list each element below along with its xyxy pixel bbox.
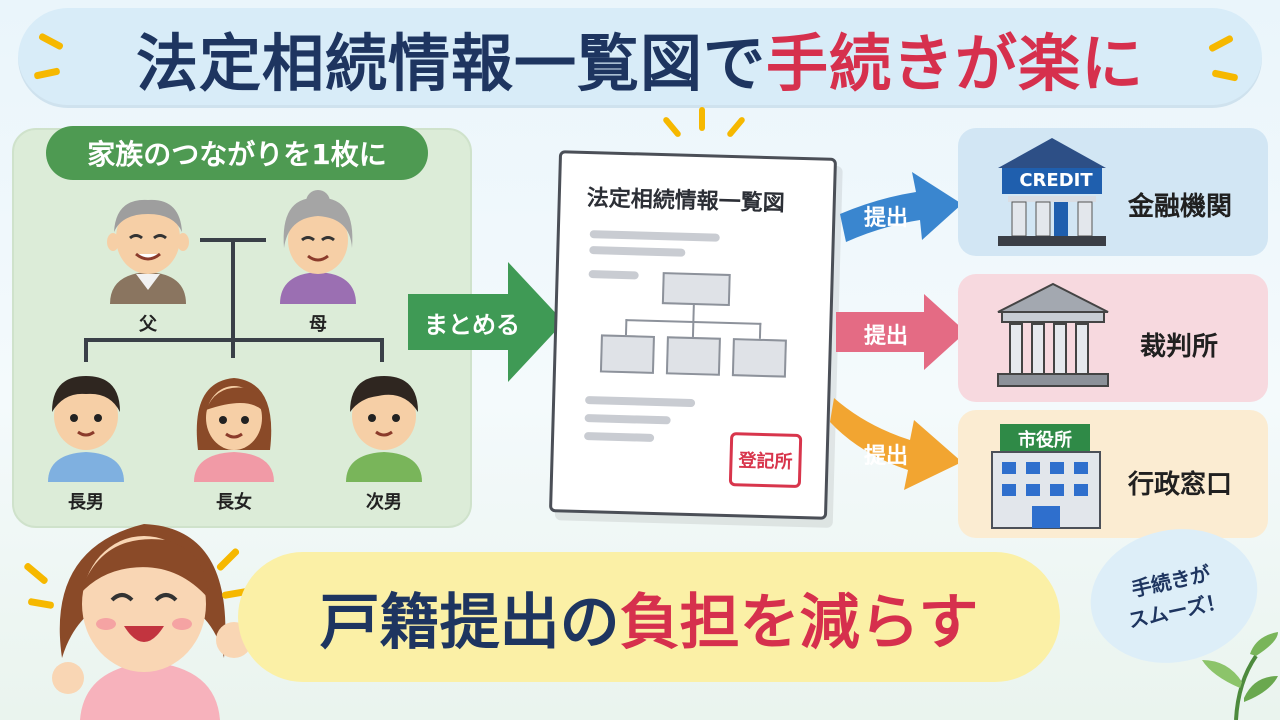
destination-label-court: 裁判所 [1140,332,1219,362]
sparkle-icon [699,107,705,131]
registry-stamp: 登記所 [728,432,803,489]
family-label-mother: 母 [309,314,327,335]
bank-building-icon [998,138,1106,246]
title-part-main: 法定相続情報一覧図で [135,27,766,100]
bottom-banner [238,552,1060,682]
family-label-second-son: 次男 [366,492,402,513]
document-text-line [584,414,671,425]
second-son-avatar-icon [346,376,422,482]
happy-woman-icon [52,524,252,720]
destination-label-finance: 金融機関 [1128,192,1233,222]
destination-label-city-office: 行政窓口 [1128,470,1233,500]
mother-avatar-icon [280,190,356,304]
summarize-label: まとめる [424,310,520,339]
father-avatar-icon [107,199,189,304]
document-text-line [588,270,639,280]
family-label-eldest-daughter: 長女 [216,492,252,513]
court-building-icon [997,282,1109,387]
document-chart-box [661,272,731,307]
document-chart-line [624,319,628,336]
tree-line [231,240,235,358]
document-title: 法定相続情報一覧図 [586,185,786,217]
eldest-daughter-avatar-icon [194,378,274,482]
submit-arrow-pink-icon [836,294,966,370]
tree-line [84,338,384,342]
submit-arrow-blue-icon [840,172,962,242]
title-banner [18,8,1262,108]
submit-label-court: 提出 [864,324,909,349]
bank-sign: CREDIT [1019,170,1093,191]
eldest-son-avatar-icon [48,376,124,482]
document-chart-line [691,320,695,338]
bottom-message-accent: 負担を減らす [619,587,979,658]
leaf-decoration-icon [1202,632,1278,720]
tree-line [84,338,88,362]
document-text-line [589,246,686,257]
sparkle-icon [661,115,683,139]
document-chart-box [599,334,655,374]
document-text-line [589,230,720,242]
submit-label-city: 提出 [864,444,909,469]
document-text-line [585,396,696,408]
family-label-eldest-son: 長男 [68,492,104,513]
city-office-sign: 市役所 [1018,430,1072,451]
bottom-message: 戸籍提出の負担を減らす [238,552,1060,682]
inheritance-document: 法定相続情報一覧図 登記所 [549,150,837,520]
family-label-father: 父 [139,314,157,335]
city-office-building-icon [991,424,1101,529]
sparkle-icon [725,115,747,139]
document-chart-line [758,322,762,339]
summarize-arrow-icon [408,262,564,382]
submit-label-finance: 提出 [864,206,909,231]
title-part-accent: 手続きが楽に [766,27,1145,100]
submit-arrow-orange-icon [830,398,962,490]
document-chart-box [731,338,787,378]
page-title: 法定相続情報一覧図で手続きが楽に [18,8,1262,108]
tree-line [380,338,384,362]
bottom-message-main: 戸籍提出の [319,587,620,658]
document-chart-box [665,336,721,376]
document-chart-line [692,302,695,322]
document-text-line [584,432,655,442]
family-caption: 家族のつながりを1枚に [46,126,428,180]
